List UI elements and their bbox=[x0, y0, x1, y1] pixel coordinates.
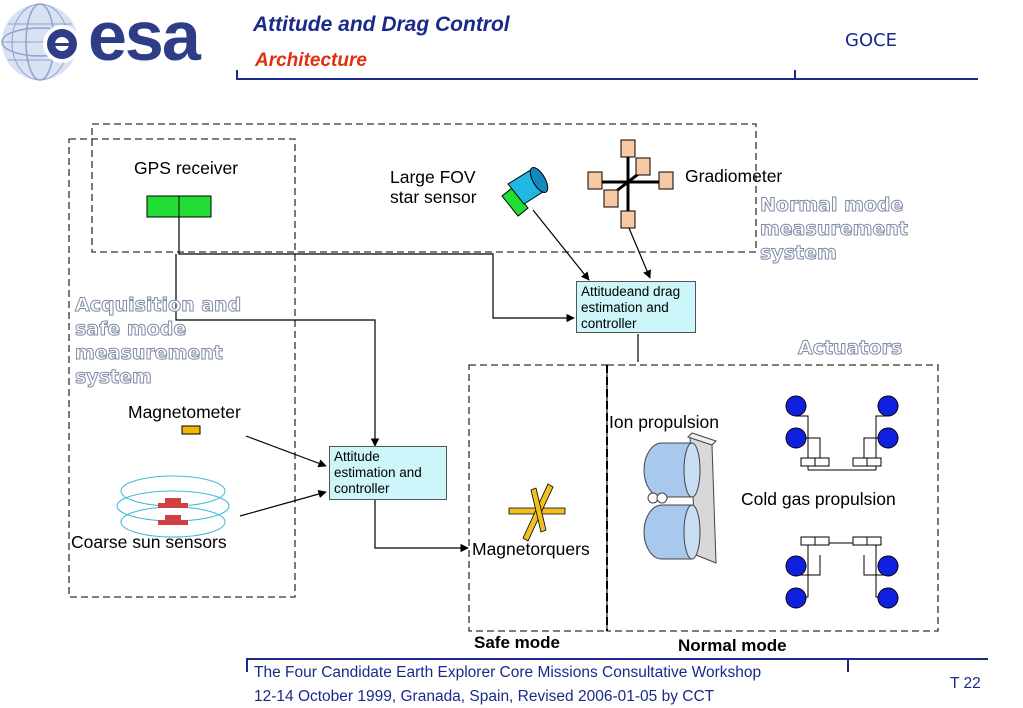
page-title: Attitude and Drag Control bbox=[253, 13, 510, 36]
normal-mode-label: Normal mode bbox=[678, 636, 787, 655]
header-rule bbox=[236, 78, 978, 80]
ion-propulsion-label: Ion propulsion bbox=[609, 412, 719, 432]
safe-mode-label: Safe mode bbox=[474, 633, 560, 652]
ion-propulsion-icon bbox=[643, 432, 717, 564]
header-rule-tick-left bbox=[236, 70, 238, 80]
cold-gas-propulsion-icon bbox=[785, 395, 899, 609]
star-sensor-label-line1: Large FOV bbox=[390, 167, 476, 187]
footer-rule-tick-mid bbox=[847, 658, 849, 672]
esa-logo: esa bbox=[0, 0, 230, 85]
footer-line1: The Four Candidate Earth Explorer Core M… bbox=[254, 664, 762, 681]
actuators-label: Actuators bbox=[797, 337, 903, 360]
magnetometer-icon bbox=[181, 425, 201, 435]
gps-receiver-icon bbox=[146, 195, 212, 218]
esa-wordmark: esa bbox=[88, 0, 201, 75]
footer-rule-tick-left bbox=[246, 658, 248, 672]
star-sensor-icon bbox=[501, 167, 549, 217]
coarse-sun-sensors-label: Coarse sun sensors bbox=[71, 532, 227, 552]
footer-rule bbox=[246, 658, 988, 660]
gps-receiver-label: GPS receiver bbox=[134, 158, 239, 178]
magnetorquers-label: Magnetorquers bbox=[472, 539, 590, 559]
page-subtitle: Architecture bbox=[255, 50, 367, 71]
star-sensor-label-line2: star sensor bbox=[390, 187, 477, 207]
acquisition-system-label: Acquisition and safe mode measurement sy… bbox=[74, 294, 242, 389]
cold-gas-propulsion-label: Cold gas propulsion bbox=[741, 489, 896, 509]
gradiometer-label: Gradiometer bbox=[685, 166, 783, 186]
header-rule-tick-mid bbox=[794, 70, 796, 80]
attitude-controller-box: Attitude estimation and controller bbox=[329, 446, 447, 500]
footer-line2: 12-14 October 1999, Granada, Spain, Revi… bbox=[254, 688, 715, 705]
gradiometer-icon bbox=[587, 139, 674, 229]
mission-name: GOCE bbox=[845, 30, 898, 51]
page-number: T 22 bbox=[950, 675, 981, 692]
magnetorquer-icon bbox=[508, 483, 566, 542]
magnetometer-label: Magnetometer bbox=[128, 402, 241, 422]
coarse-sun-sensor-icon bbox=[116, 475, 230, 538]
normal-mode-system-label: Normal mode measurement system bbox=[760, 194, 909, 265]
normal-mode-measurement-box bbox=[91, 123, 757, 253]
connector-lines bbox=[175, 209, 651, 553]
acquisition-measurement-box bbox=[68, 138, 296, 598]
attitude-drag-controller-box: Attitudeand drag estimation and controll… bbox=[576, 281, 696, 333]
esa-globe-icon bbox=[1, 3, 81, 81]
